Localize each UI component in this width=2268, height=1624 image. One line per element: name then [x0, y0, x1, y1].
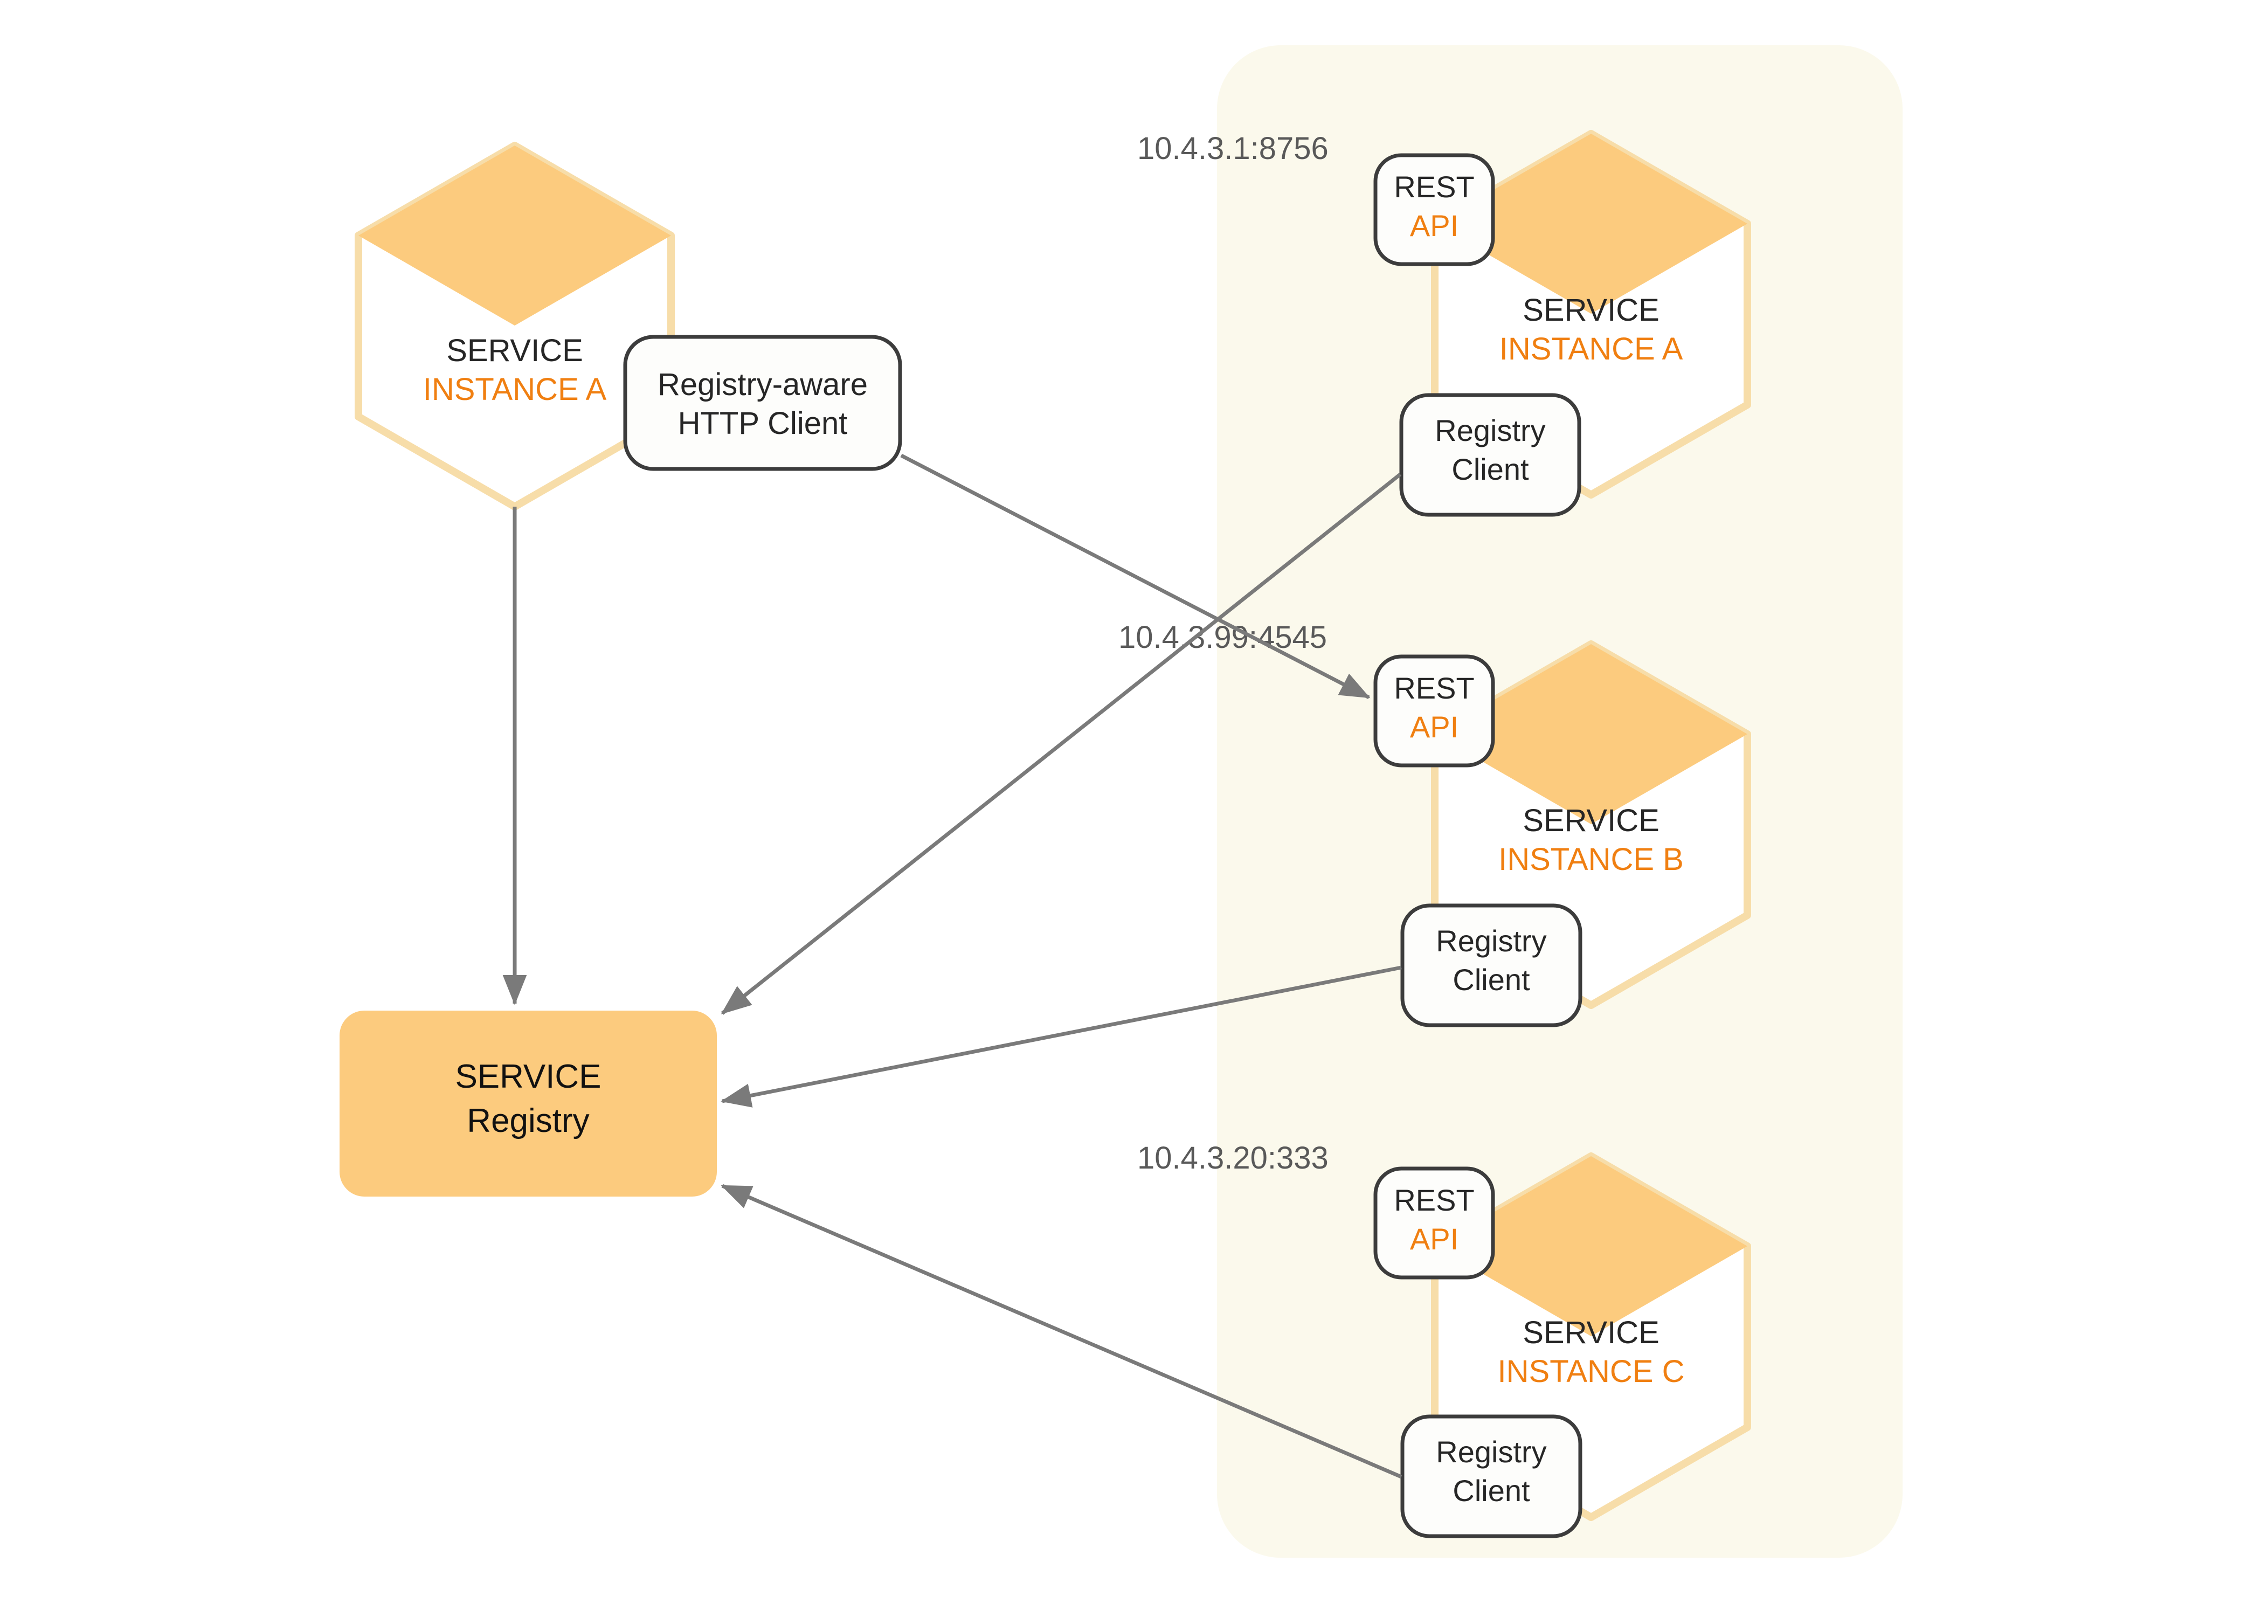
instance-a-address: 10.4.3.1:8756 — [1137, 131, 1329, 166]
instance-b-registry-client-line1: Registry — [1436, 924, 1546, 958]
instance-c-service-line2: INSTANCE C — [1498, 1354, 1685, 1389]
instance-c-registry-client-line1: Registry — [1436, 1435, 1546, 1469]
client-service-label-line2: INSTANCE A — [423, 372, 607, 407]
connector-instance-a-registry-client-to-registry — [721, 473, 1402, 1015]
hexagon-top-face — [358, 146, 671, 326]
instance-c-rest-api[interactable]: REST API — [1373, 1166, 1495, 1280]
instance-c-rest-api-line2: API — [1410, 1222, 1458, 1256]
instance-c-hexagon-top-face — [1435, 1156, 1747, 1336]
client-service-instance-a: SERVICE INSTANCE A — [355, 142, 675, 510]
instance-a-registry-client[interactable]: Registry Client — [1399, 393, 1581, 517]
instance-b-rest-api-pill[interactable] — [1373, 654, 1495, 768]
instance-b-hexagon-top-face — [1435, 644, 1747, 824]
instance-a-registry-client-line1: Registry — [1435, 413, 1545, 447]
instance-a-group: 10.4.3.1:8756 SERVICE INSTANCE A REST AP… — [1137, 130, 1751, 517]
instance-c-service-line1: SERVICE — [1523, 1315, 1659, 1350]
instance-b-rest-api-line1: REST — [1394, 671, 1474, 705]
instance-b-rest-api-line2: API — [1410, 710, 1458, 744]
service-registry[interactable]: SERVICE Registry — [340, 1011, 717, 1197]
instance-a-hexagon-top-face — [1435, 134, 1747, 314]
instance-a-rest-api-pill[interactable] — [1373, 153, 1495, 266]
service-registry-label-line2: Registry — [467, 1102, 589, 1139]
registry-aware-http-client[interactable]: Registry-aware HTTP Client — [623, 335, 902, 471]
instance-a-registry-client-pill[interactable] — [1399, 393, 1581, 517]
instance-a-rest-api-line2: API — [1410, 209, 1458, 243]
connector-instance-b-registry-client-to-registry — [721, 965, 1402, 1108]
instance-b-service-line2: INSTANCE B — [1498, 842, 1684, 877]
instance-b-registry-client[interactable]: Registry Client — [1400, 903, 1582, 1027]
service-registry-label-line1: SERVICE — [455, 1058, 601, 1095]
instance-c-registry-client-line2: Client — [1453, 1474, 1530, 1508]
instance-c-registry-client[interactable]: Registry Client — [1400, 1414, 1582, 1538]
client-service-label-line1: SERVICE — [446, 333, 583, 368]
http-client-pill[interactable] — [623, 335, 902, 471]
instance-b-registry-client-line2: Client — [1453, 963, 1530, 997]
instance-a-service-line2: INSTANCE A — [1499, 331, 1683, 367]
instance-b-group: 10.4.3.99:4545 SERVICE INSTANCE B REST A… — [1118, 620, 1751, 1027]
instance-c-registry-client-pill[interactable] — [1400, 1414, 1582, 1538]
http-client-label-line1: Registry-aware — [658, 367, 868, 402]
instance-b-service-line1: SERVICE — [1523, 803, 1659, 838]
instance-b-address: 10.4.3.99:4545 — [1118, 620, 1327, 655]
http-client-label-line2: HTTP Client — [678, 406, 848, 441]
connector-http-client-to-instance-b-rest-api — [900, 453, 1371, 700]
instance-a-service-line1: SERVICE — [1523, 293, 1659, 328]
service-registry-box[interactable] — [340, 1011, 717, 1197]
instance-c-group: 10.4.3.20:333 SERVICE INSTANCE C REST AP… — [1137, 1141, 1751, 1538]
instance-c-rest-api-line1: REST — [1394, 1183, 1474, 1217]
instance-c-rest-api-pill[interactable] — [1373, 1166, 1495, 1280]
instance-a-rest-api-line1: REST — [1394, 170, 1474, 204]
connector-instance-c-registry-client-to-registry — [721, 1184, 1402, 1479]
instance-b-rest-api[interactable]: REST API — [1373, 654, 1495, 768]
instance-b-registry-client-pill[interactable] — [1400, 903, 1582, 1027]
instance-a-registry-client-line2: Client — [1451, 452, 1529, 486]
instance-a-rest-api[interactable]: REST API — [1373, 153, 1495, 266]
instance-c-address: 10.4.3.20:333 — [1137, 1141, 1329, 1176]
